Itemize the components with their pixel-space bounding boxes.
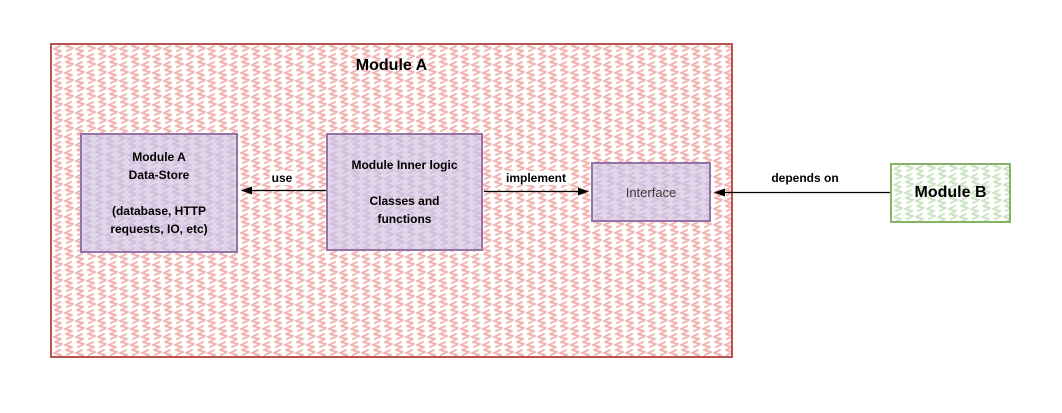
inner-logic-label: Module Inner logic Classes and functions xyxy=(351,158,458,226)
interface-label: Interface xyxy=(625,184,677,200)
edge-label-depends-on: depends on xyxy=(769,171,841,185)
module-b-label: Module B xyxy=(914,184,987,201)
node-interface[interactable]: Interface xyxy=(591,162,711,222)
data-store-label: Module A Data-Store (database, HTTP requ… xyxy=(110,150,208,236)
edge-label-use: use xyxy=(269,171,295,185)
node-inner-logic[interactable]: Module Inner logic Classes and functions xyxy=(326,133,483,251)
node-data-store[interactable]: Module A Data-Store (database, HTTP requ… xyxy=(80,133,238,253)
node-module-b[interactable]: Module B xyxy=(890,163,1011,223)
edge-label-implement: implement xyxy=(503,171,569,185)
module-a-title: Module A xyxy=(355,57,428,74)
